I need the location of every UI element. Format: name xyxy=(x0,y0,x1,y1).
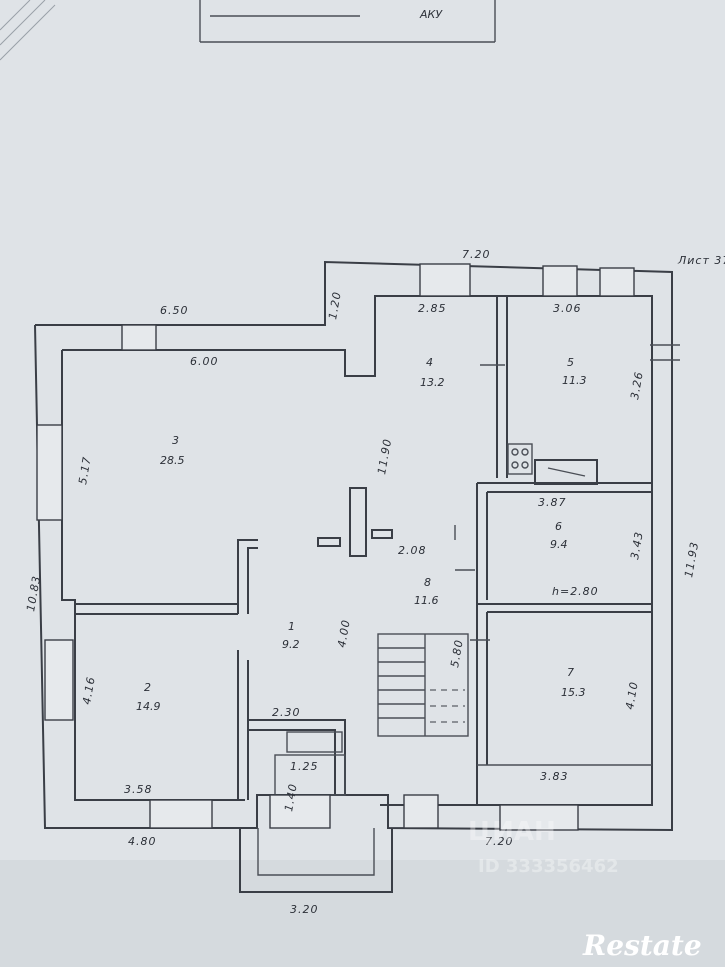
header-stamp: АКУ xyxy=(199,0,496,43)
restate-logo: Restate xyxy=(582,929,702,962)
window xyxy=(419,263,471,297)
room-5-area: 11.3 xyxy=(562,374,587,387)
dim-top-right: 7.20 xyxy=(462,248,491,261)
corner-hatch xyxy=(0,0,56,61)
room-1-area: 9.2 xyxy=(282,638,300,651)
room-3-number: 3 xyxy=(172,434,179,447)
dim-wc-width: 2.30 xyxy=(272,706,301,719)
room-4-area: 13.2 xyxy=(420,376,445,389)
room-2-number: 2 xyxy=(144,681,151,694)
room-1-number: 1 xyxy=(288,620,295,633)
window xyxy=(542,265,578,297)
dimension-labels: 7.20 6.50 1.20 6.00 2.85 3.06 5.17 11.90… xyxy=(24,248,725,916)
dim-room7-depth: 4.10 xyxy=(623,680,641,710)
dim-room3-depth: 5.17 xyxy=(76,455,94,485)
dim-vestibule-inner: 1.25 xyxy=(290,760,319,773)
oven-icon xyxy=(534,459,598,485)
window xyxy=(269,794,331,829)
room-4-number: 4 xyxy=(426,356,433,369)
dim-room6-width: 3.87 xyxy=(538,496,567,509)
corner-note: Лист 37. xyxy=(677,254,725,267)
dim-top-left: 6.50 xyxy=(160,304,189,317)
room-2-area: 14.9 xyxy=(136,700,161,713)
room-5-number: 5 xyxy=(567,356,574,369)
dim-bottom-right: 7.20 xyxy=(485,835,514,848)
dim-stair-depth: 5.80 xyxy=(448,638,466,668)
paper-shadow xyxy=(0,860,725,967)
window xyxy=(499,804,579,831)
watermark-id: ID 333356462 xyxy=(478,856,619,877)
dim-room5-depth: 3.26 xyxy=(628,370,646,400)
dim-right-total: 11.93 xyxy=(682,540,701,578)
room-7-area: 15.3 xyxy=(561,686,586,699)
window xyxy=(599,267,635,297)
dim-room4-width: 2.85 xyxy=(418,302,447,315)
dim-bottom-left: 4.80 xyxy=(128,835,157,848)
room-6-area: 9.4 xyxy=(550,538,568,551)
dim-room7-width: 3.83 xyxy=(540,770,569,783)
dim-porch-width: 3.20 xyxy=(290,903,319,916)
dim-room2-depth: 4.16 xyxy=(80,675,98,705)
interior-walls xyxy=(75,296,680,805)
watermark-brand: ЦИАН xyxy=(468,817,556,847)
dim-center-wall: 11.90 xyxy=(375,437,394,475)
room-7-number: 7 xyxy=(567,666,574,679)
dim-hall1-depth: 4.00 xyxy=(335,618,353,648)
staircase xyxy=(377,633,469,737)
ceiling-height: h=2.80 xyxy=(552,585,599,598)
room-8-number: 8 xyxy=(424,576,431,589)
window xyxy=(44,639,74,721)
stamp-text: АКУ xyxy=(419,8,443,21)
stove-icon xyxy=(507,443,533,475)
dim-hall-width: 2.08 xyxy=(398,544,427,557)
porch xyxy=(239,828,393,893)
room-8-area: 11.6 xyxy=(414,594,439,607)
room-6-number: 6 xyxy=(555,520,562,533)
window xyxy=(403,794,439,829)
dim-step-height: 1.20 xyxy=(326,290,344,320)
dim-vestibule-depth: 1.40 xyxy=(282,782,300,812)
dim-left-total: 10.83 xyxy=(24,574,43,612)
windows xyxy=(36,263,635,831)
window xyxy=(149,799,213,829)
window xyxy=(36,424,63,521)
room-labels: 1 9.2 2 14.9 3 28.5 4 13.2 5 11.3 6 9.4 … xyxy=(136,356,587,713)
watermark: ЦИАН ID 333356462 xyxy=(468,817,619,877)
dim-room6-depth: 3.43 xyxy=(628,530,646,560)
dim-room3-width: 6.00 xyxy=(190,355,219,368)
dim-room2-width: 3.58 xyxy=(124,783,153,796)
room-3-area: 28.5 xyxy=(160,454,185,467)
dim-room5-width: 3.06 xyxy=(553,302,582,315)
window xyxy=(121,324,157,351)
